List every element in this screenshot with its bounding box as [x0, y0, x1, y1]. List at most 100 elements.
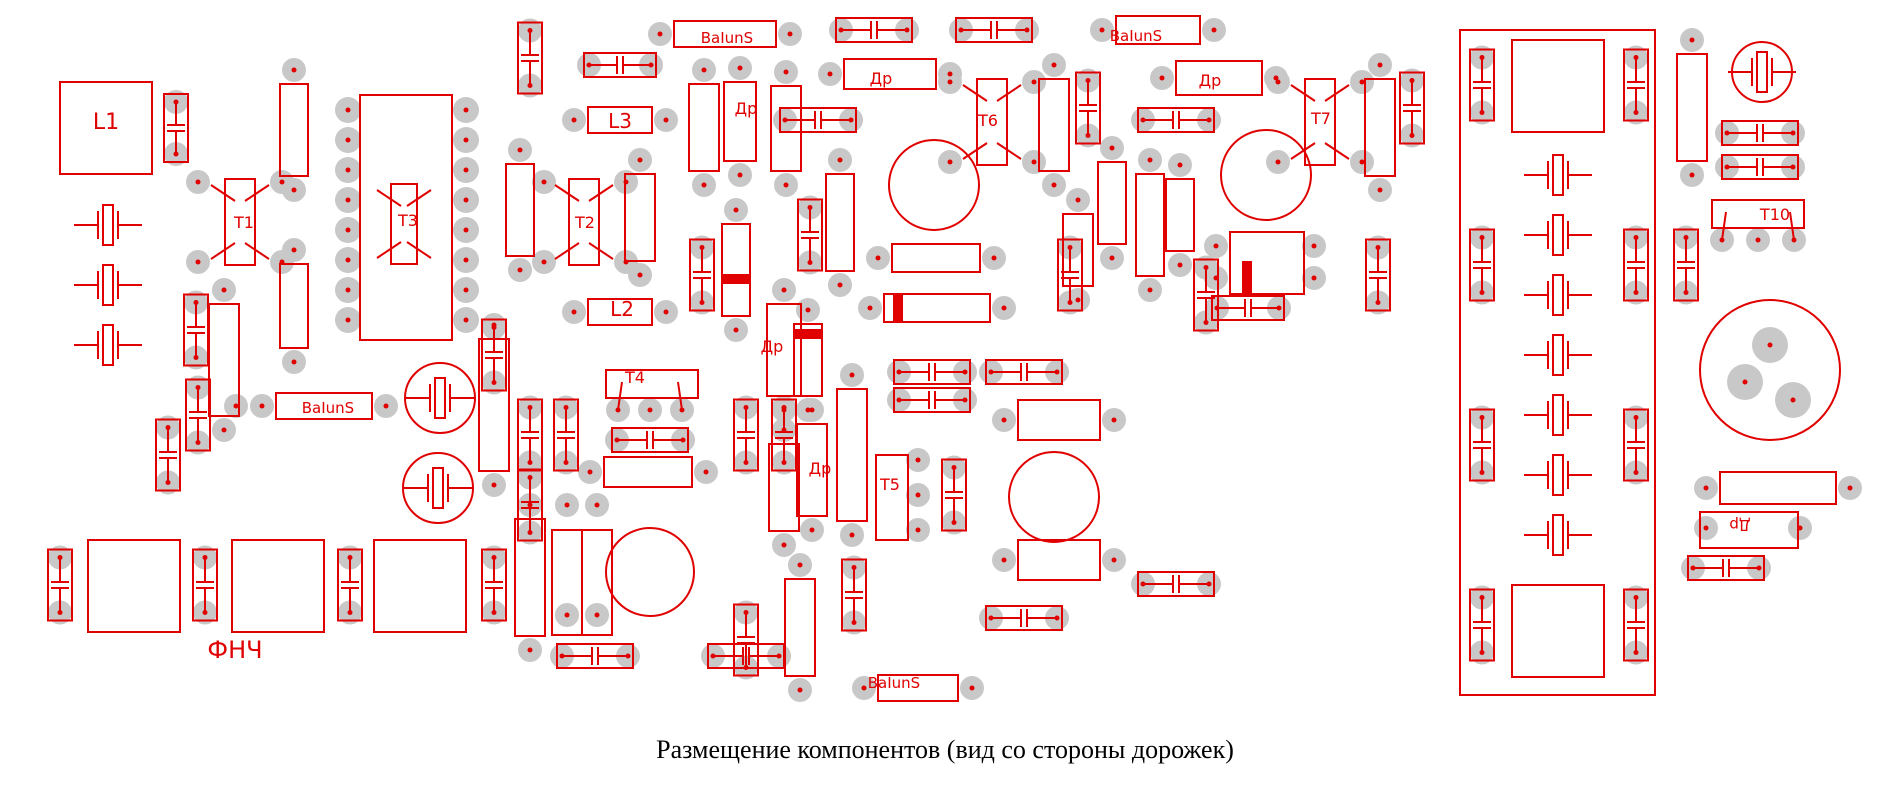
transistor-lead: [588, 184, 614, 202]
transistor-body: [1304, 78, 1336, 166]
pad-hole-171: [1213, 275, 1219, 281]
label-balun-1: BaIunS: [701, 29, 753, 47]
capacitor-body-v: [1673, 228, 1699, 302]
toroid-2: [888, 139, 980, 231]
electrolytic-cap-2: [402, 452, 474, 524]
filter-box-3: [373, 539, 467, 633]
resistor-body-v: [688, 83, 720, 172]
pad-hole-124: [797, 562, 803, 568]
pad-hole-29: [463, 197, 469, 203]
pad-hole-81: [527, 502, 533, 508]
resistor-body-h: [603, 456, 693, 488]
pad-hole-114: [781, 542, 787, 548]
pad-hole-11: [221, 287, 227, 293]
label-choke-5: Др: [809, 459, 832, 478]
capacitor-body-v: [841, 558, 867, 632]
capacitor-body-h: [985, 605, 1063, 631]
inductor-l1: [59, 81, 153, 175]
capacitor-body-h: [583, 52, 657, 78]
pad-hole-9: [291, 247, 297, 253]
pad-hole-62: [657, 31, 663, 37]
pad-hole-23: [463, 107, 469, 113]
transistor-lead: [244, 242, 270, 260]
transistor-t5: [875, 454, 909, 541]
pad-hole-12: [221, 427, 227, 433]
label-choke-2: Др: [1199, 71, 1222, 90]
capacitor-body-v: [481, 548, 507, 622]
capacitor-body-v: [183, 293, 209, 367]
capacitor-body-h: [1137, 107, 1215, 133]
pad-hole-82: [527, 647, 533, 653]
electrolytic-cap-1: [404, 362, 476, 434]
transistor-lead: [1290, 142, 1316, 160]
pad-hole-160: [1147, 157, 1153, 163]
resistor-body-v: [770, 85, 802, 172]
transistor-body: [224, 178, 256, 266]
resistor-body-v: [624, 173, 656, 262]
resistor-body-h: [877, 674, 959, 702]
label-t7: T7: [1310, 109, 1331, 128]
pad-hole-10: [291, 359, 297, 365]
pad-hole-162: [1177, 162, 1183, 168]
transistor-lead: [962, 84, 988, 102]
pad-hole-94: [783, 182, 789, 188]
pad-hole-32: [345, 257, 351, 263]
capacitor-body-h: [1211, 295, 1285, 321]
pad-hole-148: [1051, 62, 1057, 68]
pad-hole-58: [571, 309, 577, 315]
pad-hole-93: [783, 69, 789, 75]
pad-hole-159: [1109, 255, 1115, 261]
crystal-body: [1552, 334, 1564, 376]
pad-hole-138: [875, 255, 881, 261]
tr-lead: [1789, 211, 1795, 241]
transistor-lead: [996, 84, 1022, 102]
capacitor-body-v: [1623, 408, 1649, 482]
label-filter: ФНЧ: [207, 636, 262, 664]
pad-hole-120: [915, 492, 921, 498]
pad-hole-107: [805, 307, 811, 313]
pad-hole-103: [837, 157, 843, 163]
transistor-lead: [376, 241, 402, 259]
diode-band-block: [1242, 261, 1252, 293]
pad-hole-3: [195, 179, 201, 185]
pad-hole-155: [1273, 75, 1279, 81]
tr-lead: [677, 381, 683, 411]
diode-body-v: [721, 223, 751, 317]
pad-hole-84: [564, 612, 570, 618]
crystal-body: [1552, 454, 1564, 496]
transistor-lead: [1290, 84, 1316, 102]
capacitor-body-v: [733, 398, 759, 472]
transistor-lead: [406, 189, 432, 207]
pad-hole-26: [345, 167, 351, 173]
transistor-t4: [605, 369, 699, 399]
pad-hole-118: [849, 532, 855, 538]
capacitor-body-v: [1399, 71, 1425, 145]
pad-hole-229: [1790, 397, 1796, 403]
crystal-body: [1552, 154, 1564, 196]
capacitor-body-v: [1469, 588, 1495, 662]
capacitor-body-h: [1721, 120, 1799, 146]
transistor-lead: [962, 142, 988, 160]
resistor-body-v: [836, 388, 868, 522]
pad-hole-89: [701, 67, 707, 73]
transistor-lead: [210, 184, 236, 202]
pad-hole-140: [867, 305, 873, 311]
transistor-lead: [588, 242, 614, 260]
pad-hole-147: [1031, 159, 1037, 165]
pad-hole-137: [947, 71, 953, 77]
label-choke-1: Др: [870, 69, 893, 88]
crystal-body: [1552, 274, 1564, 316]
pad-hole-5: [279, 179, 285, 185]
resistor-body-v: [825, 173, 855, 272]
pad-hole-50: [541, 179, 547, 185]
crystal-body: [1552, 514, 1564, 556]
resistor-body-h: [275, 392, 373, 420]
pad-hole-195: [1111, 557, 1117, 563]
pad-hole-133: [969, 685, 975, 691]
transistor-lead: [1324, 84, 1350, 102]
resistor-body-h: [1719, 471, 1837, 505]
module-panel: [1459, 29, 1656, 696]
capacitor-body-v: [1469, 48, 1495, 122]
pad-hole-161: [1147, 287, 1153, 293]
capacitor-body-v: [1623, 588, 1649, 662]
